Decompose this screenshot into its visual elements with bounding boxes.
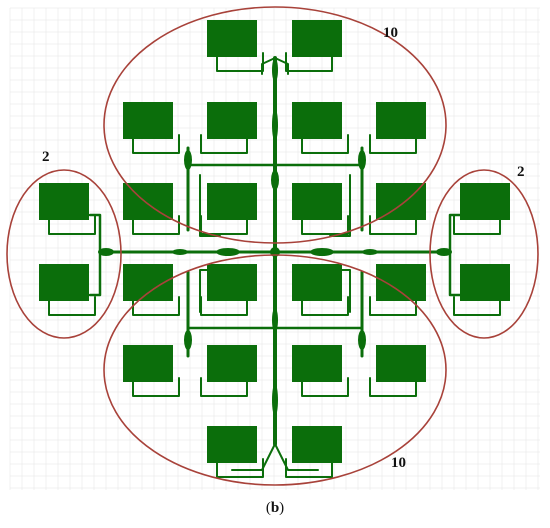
side-feed bbox=[88, 213, 102, 254]
patch-element bbox=[207, 345, 257, 382]
patch-element bbox=[207, 264, 257, 301]
group-outline-right bbox=[429, 169, 539, 339]
patch-element bbox=[460, 183, 510, 220]
group-count-right: 2 bbox=[517, 164, 525, 180]
branch-feed bbox=[329, 174, 351, 237]
patch-element bbox=[39, 264, 89, 301]
patch-element bbox=[123, 345, 173, 382]
matching-section bbox=[216, 248, 240, 256]
group-count-left: 2 bbox=[42, 149, 50, 165]
patch-element bbox=[207, 426, 257, 463]
patch-feed-line bbox=[216, 52, 264, 72]
patch-feed-line bbox=[301, 377, 349, 397]
patch-feed-line bbox=[200, 377, 248, 397]
side-feed bbox=[88, 250, 102, 297]
patch-element bbox=[376, 345, 426, 382]
patch-feed-line bbox=[132, 134, 180, 154]
matching-section bbox=[172, 249, 188, 255]
matching-section bbox=[272, 58, 278, 82]
patch-feed-line bbox=[301, 134, 349, 154]
figure-caption: (b) bbox=[0, 500, 550, 517]
matching-section bbox=[436, 248, 452, 256]
patch-element bbox=[207, 183, 257, 220]
patch-feed-line bbox=[200, 134, 248, 154]
patch-feed-line bbox=[132, 215, 180, 235]
matching-section bbox=[98, 248, 114, 256]
patch-feed-line bbox=[48, 215, 96, 235]
patch-element bbox=[123, 102, 173, 139]
patch-feed-line bbox=[301, 215, 349, 235]
matching-section bbox=[271, 170, 279, 190]
patch-element bbox=[207, 102, 257, 139]
matching-section bbox=[184, 150, 192, 170]
side-feed bbox=[448, 250, 462, 297]
patch-element bbox=[207, 20, 257, 57]
patch-feed-line bbox=[369, 377, 417, 397]
patch-elements bbox=[39, 20, 510, 463]
group-outline-left bbox=[6, 169, 122, 339]
caption-open: ( bbox=[265, 500, 271, 516]
group-count-bottom: 10 bbox=[391, 455, 406, 471]
matching-section bbox=[310, 248, 334, 256]
matching-section bbox=[184, 330, 192, 350]
patch-element bbox=[292, 264, 342, 301]
matching-section bbox=[272, 109, 278, 141]
patch-element bbox=[292, 183, 342, 220]
matching-section bbox=[272, 308, 278, 332]
patch-element bbox=[292, 345, 342, 382]
patch-feed-line bbox=[132, 377, 180, 397]
matching-section bbox=[358, 330, 366, 350]
patch-feed-line bbox=[453, 215, 501, 235]
patch-element bbox=[460, 264, 510, 301]
patch-feed-line bbox=[132, 296, 180, 316]
caption-close: ) bbox=[279, 500, 285, 516]
matching-section bbox=[272, 384, 278, 416]
patch-feed-line bbox=[274, 57, 289, 75]
patch-element bbox=[39, 183, 89, 220]
patch-element bbox=[376, 102, 426, 139]
matching-section bbox=[362, 249, 378, 255]
patch-feed-line bbox=[369, 296, 417, 316]
patch-feed-line bbox=[231, 443, 276, 471]
group-count-top: 10 bbox=[383, 25, 398, 41]
patch-feed-line bbox=[369, 215, 417, 235]
patch-feed-line bbox=[261, 57, 276, 75]
patch-element bbox=[376, 264, 426, 301]
patch-feed-line bbox=[369, 134, 417, 154]
caption-letter: b bbox=[270, 500, 280, 516]
patch-element bbox=[292, 20, 342, 57]
matching-section bbox=[358, 150, 366, 170]
patch-feed-line bbox=[274, 443, 319, 471]
group-outline-bottom bbox=[103, 254, 447, 486]
patch-feed-line bbox=[48, 296, 96, 316]
branch-feed bbox=[199, 174, 221, 237]
patch-feed-line bbox=[301, 296, 349, 316]
feed-network bbox=[48, 52, 501, 478]
side-feed bbox=[448, 213, 462, 254]
patch-feed-line bbox=[453, 296, 501, 316]
patch-element bbox=[292, 426, 342, 463]
patch-element bbox=[292, 102, 342, 139]
group-outline-top bbox=[103, 6, 447, 244]
